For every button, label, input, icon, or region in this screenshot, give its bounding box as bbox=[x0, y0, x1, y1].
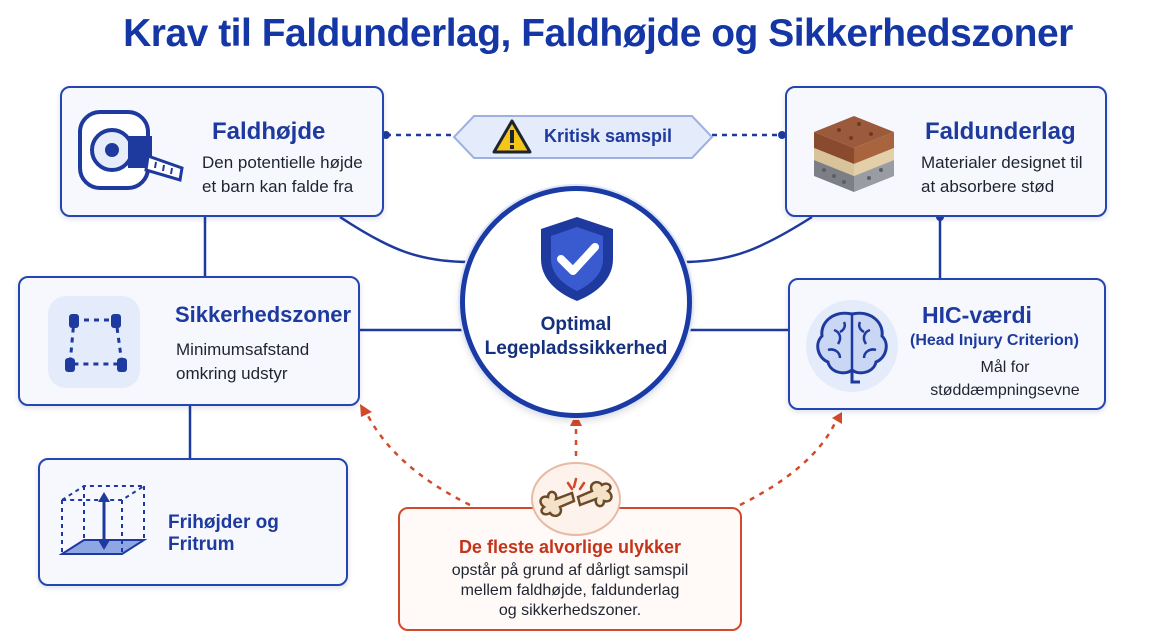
card-faldunderlag: Faldunderlag Materialer designet til at … bbox=[785, 86, 1107, 217]
kritisk-samspil-banner: Kritisk samspil bbox=[452, 114, 714, 160]
warning-body: opstår på grund af dårligt samspil melle… bbox=[400, 561, 740, 621]
card-faldhojde: Faldhøjde Den potentielle højde et barn … bbox=[60, 86, 384, 217]
shield-check-icon bbox=[541, 217, 613, 301]
card-faldunderlag-desc: Materialer designet til at absorbere stø… bbox=[921, 151, 1101, 199]
surface-layers-icon bbox=[814, 116, 894, 192]
central-label: Optimal Legepladssikkerhed bbox=[465, 313, 687, 361]
desc-line: omkring udstyr bbox=[176, 364, 288, 383]
page-title: Krav til Faldunderlag, Faldhøjde og Sikk… bbox=[123, 12, 1073, 55]
central-label-line2: Legepladssikkerhed bbox=[484, 338, 668, 359]
card-hic-title: HIC-værdi bbox=[922, 302, 1032, 328]
brain-icon bbox=[806, 300, 898, 392]
safety-zone-icon bbox=[48, 296, 140, 388]
card-sikkerhedszoner-desc: Minimumsafstand omkring udstyr bbox=[176, 338, 356, 386]
card-hic: HIC-værdi (Head Injury Criterion) Mål fo… bbox=[788, 278, 1106, 410]
central-label-line1: Optimal bbox=[540, 314, 612, 335]
tape-measure-icon bbox=[78, 110, 184, 190]
kritisk-label: Kritisk samspil bbox=[544, 126, 673, 146]
card-hic-desc: Mål for støddæmpningsevne bbox=[910, 356, 1100, 402]
desc-line: støddæmpningsevne bbox=[930, 382, 1080, 399]
desc-line: Materialer designet til bbox=[921, 153, 1083, 172]
card-faldunderlag-title: Faldunderlag bbox=[925, 118, 1076, 145]
card-faldhojde-title: Faldhøjde bbox=[212, 118, 326, 145]
desc-line: et barn kan falde fra bbox=[202, 177, 354, 196]
connector-faldhojde-center bbox=[339, 215, 471, 264]
central-optimal-safety: Optimal Legepladssikkerhed bbox=[460, 186, 692, 418]
desc-line: Mål for bbox=[980, 359, 1030, 376]
desc-line: Minimumsafstand bbox=[176, 340, 310, 359]
warning-triangle-icon bbox=[492, 119, 532, 154]
warning-arrow-right bbox=[739, 415, 840, 507]
warning-body-line: opstår på grund af dårligt samspil bbox=[451, 562, 689, 579]
clearance-cube-icon bbox=[58, 485, 148, 555]
card-sikkerhedszoner-title: Sikkerhedszoner bbox=[175, 302, 352, 327]
warning-title: De fleste alvorlige ulykker bbox=[458, 537, 682, 557]
connector-faldunderlag-center bbox=[681, 215, 813, 264]
card-frihojder: Frihøjder og Fritrum bbox=[38, 458, 348, 586]
card-hic-subtitle: (Head Injury Criterion) bbox=[910, 332, 1079, 349]
warning-box: De fleste alvorlige ulykker opstår på gr… bbox=[398, 507, 742, 631]
desc-line: at absorbere stød bbox=[921, 177, 1055, 196]
warning-arrow-left bbox=[364, 411, 471, 507]
card-sikkerhedszoner: Sikkerhedszoner Minimumsafstand omkring … bbox=[18, 276, 360, 406]
warning-body-line: og sikkerhedszoner. bbox=[498, 602, 642, 619]
broken-bone-icon bbox=[531, 462, 621, 536]
card-frihojder-title: Frihøjder og Fritrum bbox=[168, 512, 279, 555]
card-faldhojde-desc: Den potentielle højde et barn kan falde … bbox=[202, 151, 382, 199]
warning-body-line: mellem faldhøjde, faldunderlag bbox=[460, 582, 680, 599]
desc-line: Den potentielle højde bbox=[202, 153, 363, 172]
